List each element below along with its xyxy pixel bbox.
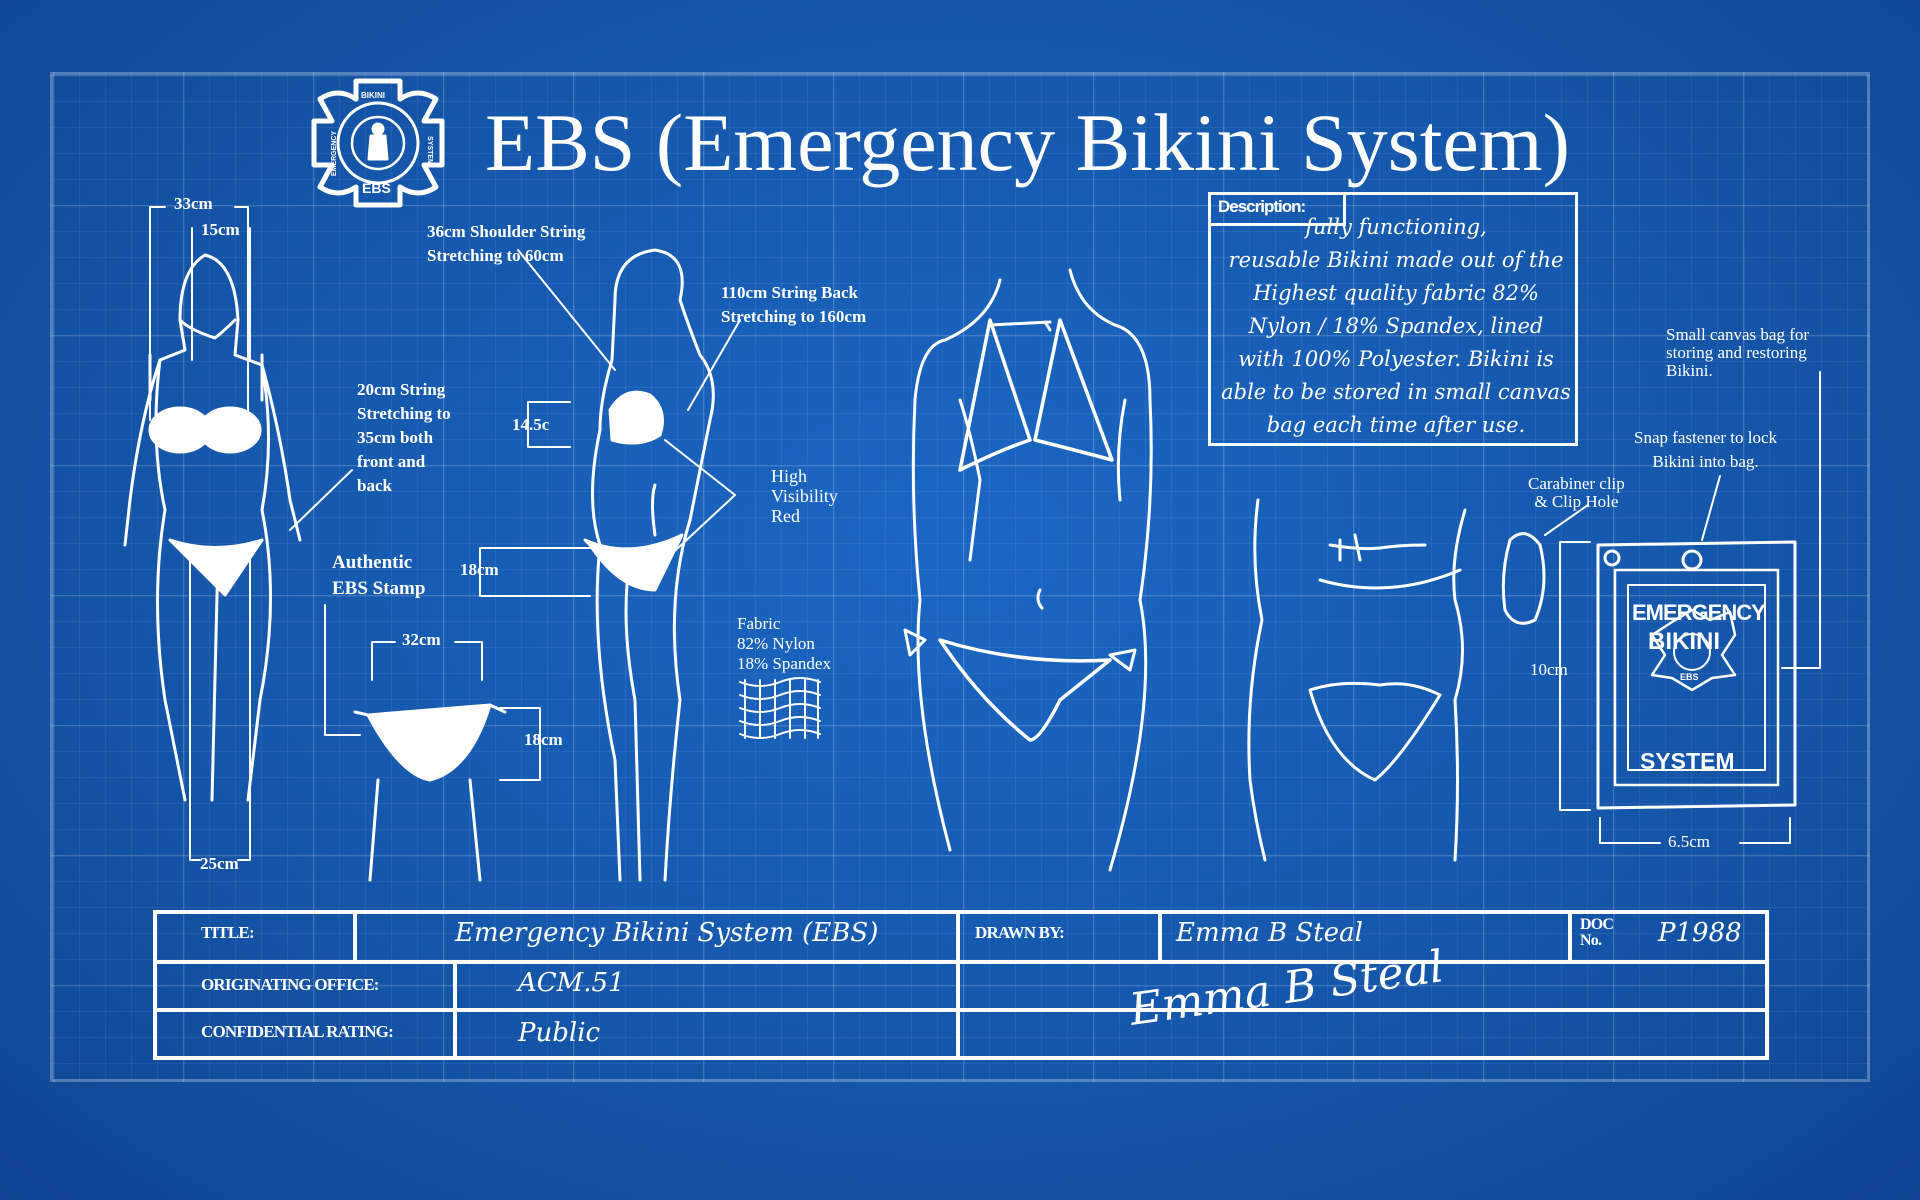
shoulder-string-label: 36cm Shoulder String Stretching to 60cm bbox=[427, 222, 586, 265]
snap-fastener-note: Snap fastener to lock Bikini into bag. bbox=[1634, 428, 1778, 471]
figure-torso-rear bbox=[1247, 498, 1467, 862]
figure-side-view bbox=[583, 248, 715, 882]
logo-text-right: SYSTEM bbox=[425, 136, 433, 165]
tb-drawn-label: DRAWN BY: bbox=[975, 923, 1065, 942]
figure-front-view bbox=[123, 253, 302, 802]
logo-text-bottom: EBS bbox=[362, 180, 391, 196]
description-text: fully functioning, reusable Bikini made … bbox=[1221, 215, 1571, 437]
dim-32cm: 32cm bbox=[402, 630, 441, 649]
figure-front-dimensions bbox=[149, 206, 353, 861]
bag-print-line1: EMERGENCY bbox=[1632, 600, 1766, 625]
tb-title-value: Emergency Bikini System (EBS) bbox=[455, 918, 879, 948]
tb-title-label: TITLE: bbox=[201, 923, 255, 942]
canvas-bag-drawing bbox=[1501, 532, 1797, 810]
tb-drawn-value: Emma B Steal bbox=[1176, 918, 1363, 948]
fabric-label: Fabric 82% Nylon 18% Spandex bbox=[737, 614, 831, 673]
ebs-logo-icon bbox=[311, 78, 445, 208]
bag-print-line3: SYSTEM bbox=[1640, 748, 1735, 774]
figure-side-dimensions bbox=[479, 249, 741, 597]
bottom-piece-dimensions bbox=[324, 604, 541, 781]
canvas-bag-note: Small canvas bag for storing and restori… bbox=[1666, 325, 1810, 380]
title-block-lines bbox=[155, 912, 1767, 1058]
carabiner-note: Carabiner clip & Clip Hole bbox=[1528, 474, 1625, 511]
dim-18cm-side: 18cm bbox=[460, 560, 499, 579]
string-back-label: 110cm String Back Stretching to 160cm bbox=[721, 283, 867, 326]
bag-dimensions bbox=[1544, 371, 1821, 844]
dim-10cm: 10cm bbox=[1530, 660, 1568, 679]
title-block bbox=[153, 910, 1769, 1060]
logo-text-left: EMERGENCY bbox=[331, 130, 339, 177]
bag-print-logo: EBS bbox=[1680, 672, 1699, 682]
figure-torso-front bbox=[903, 268, 1153, 872]
dim-15cm: 15cm bbox=[201, 220, 240, 239]
high-visibility-label: High Visibility Red bbox=[771, 466, 838, 526]
tb-doc-value: P1988 bbox=[1658, 918, 1742, 948]
page-title: EBS (Emergency Bikini System) bbox=[485, 97, 1570, 188]
description-box: Description: fully functioning, reusable… bbox=[1208, 192, 1578, 446]
description-tag: Description: bbox=[1210, 194, 1346, 226]
tb-office-label: ORIGINATING OFFICE: bbox=[201, 975, 379, 994]
tb-rating-value: Public bbox=[518, 1018, 601, 1048]
logo-text-top: BIKINI bbox=[361, 91, 385, 100]
dim-6-5cm: 6.5cm bbox=[1668, 832, 1711, 851]
stamp-label: Authentic EBS Stamp bbox=[332, 552, 426, 599]
dim-25cm: 25cm bbox=[200, 854, 239, 873]
tb-rating-label: CONFIDENTIAL RATING: bbox=[201, 1022, 394, 1041]
dim-18cm-bottom: 18cm bbox=[524, 730, 563, 749]
tb-office-value: ACM.51 bbox=[518, 968, 625, 998]
dim-14-5c: 14.5c bbox=[512, 415, 550, 434]
bottom-piece-drawing bbox=[353, 703, 507, 882]
dim-33cm: 33cm bbox=[174, 194, 213, 213]
tb-doc-label: DOC No. bbox=[1580, 916, 1614, 949]
bag-print-line2: BIKINI bbox=[1648, 628, 1720, 655]
side-string-label: 20cm String Stretching to 35cm both fron… bbox=[357, 380, 451, 495]
fabric-swatch bbox=[739, 677, 821, 739]
